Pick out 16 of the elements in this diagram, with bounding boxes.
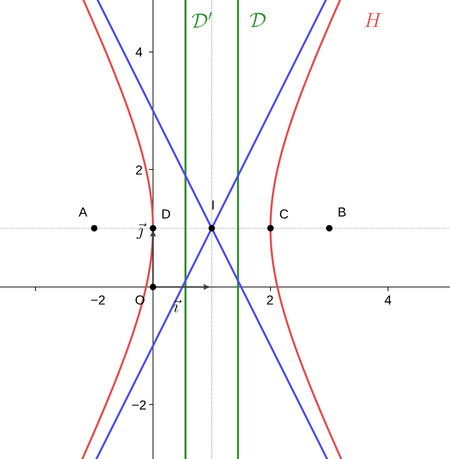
tick-label: 2 — [267, 295, 273, 305]
curve-label: $H$ — [364, 12, 382, 28]
vector-label: $\vec{\jmath}$ — [136, 223, 146, 239]
tick-label: 4 — [384, 296, 392, 304]
curve-label: $\mathcal{D}'$ — [192, 12, 212, 28]
tick-label: −2 — [132, 400, 146, 410]
point-label: I — [212, 200, 214, 210]
point-label: D — [162, 210, 170, 218]
tick-label: 2 — [136, 165, 142, 175]
tick-label: −2 — [91, 295, 105, 305]
point-label: B — [338, 208, 346, 216]
curve-label: $\mathcal{D}$ — [250, 12, 266, 28]
point-label: A — [78, 208, 88, 216]
vector-label: $\vec{\imath}$ — [174, 300, 182, 312]
point-label: C — [280, 209, 288, 219]
tick-label: 4 — [136, 48, 142, 56]
